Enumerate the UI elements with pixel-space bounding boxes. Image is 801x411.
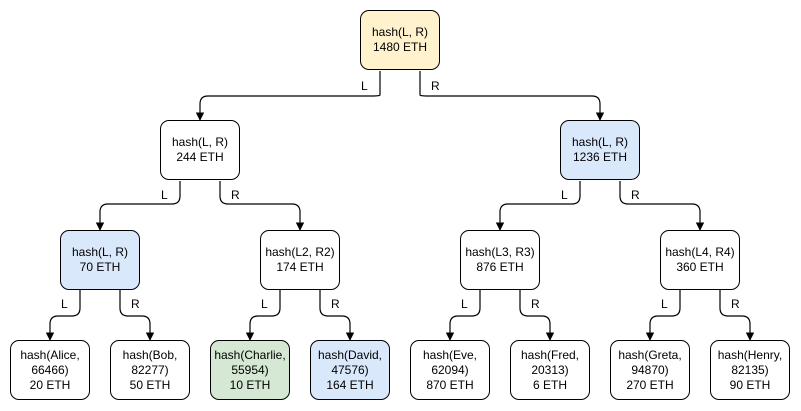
- leaf-alice: hash(Alice, 66466) 20 ETH: [10, 340, 90, 400]
- leaf-balance: 50 ETH: [129, 377, 171, 392]
- leaf-david: hash(David, 47576) 164 ETH: [310, 340, 390, 400]
- node-balance: 174 ETH: [276, 260, 324, 274]
- node-hash-label: hash(L, R): [171, 135, 229, 149]
- edge-label-rr-l: L: [660, 297, 669, 311]
- leaf-hash-line1: hash(Henry,: [717, 347, 783, 362]
- edge-rl-right: [519, 290, 555, 341]
- edge-label-lr-r: R: [330, 297, 341, 311]
- node-hash-label: hash(L4, R4): [665, 245, 735, 259]
- node-balance: 70 ETH: [79, 260, 121, 274]
- edge-lr-left: [245, 290, 281, 341]
- leaf-hash-line1: hash(Alice,: [20, 347, 80, 362]
- leaf-balance: 90 ETH: [729, 377, 771, 392]
- leaf-charlie: hash(Charlie, 55954) 10 ETH: [210, 340, 290, 400]
- node-hash-label: hash(L3, R3): [465, 245, 535, 259]
- node-balance: 1236 ETH: [572, 150, 628, 164]
- edge-label-ll-l: L: [60, 297, 69, 311]
- leaf-balance: 870 ETH: [426, 377, 474, 392]
- node-balance: 1480 ETH: [372, 40, 428, 54]
- edge-ll-left: [45, 290, 81, 341]
- edge-l-right: [219, 181, 305, 231]
- edge-label-rr-r: R: [730, 297, 741, 311]
- node-balance: 360 ETH: [676, 260, 724, 274]
- node-right-left: hash(L3, R3) 876 ETH: [460, 230, 540, 290]
- edge-root-left: [195, 71, 381, 121]
- node-balance: 876 ETH: [476, 260, 524, 274]
- node-balance: 244 ETH: [176, 150, 224, 164]
- leaf-hash-line1: hash(Greta,: [618, 347, 682, 362]
- leaf-hash-line2: 55954): [231, 362, 269, 377]
- edge-rr-right: [719, 290, 755, 341]
- leaf-hash-line1: hash(Fred,: [520, 347, 580, 362]
- leaf-fred: hash(Fred, 20313) 6 ETH: [510, 340, 590, 400]
- node-left-right: hash(L2, R2) 174 ETH: [260, 230, 340, 290]
- leaf-henry: hash(Henry, 82135) 90 ETH: [710, 340, 790, 400]
- leaf-eve: hash(Eve, 62094) 870 ETH: [410, 340, 490, 400]
- edge-label-rl-r: R: [530, 297, 541, 311]
- edge-lr-right: [319, 290, 355, 341]
- edge-r-right: [619, 181, 705, 231]
- leaf-hash-line2: 82277): [131, 362, 169, 377]
- leaf-hash-line2: 62094): [431, 362, 469, 377]
- edge-label-rl-l: L: [460, 297, 469, 311]
- edge-label-lr-l: L: [260, 297, 269, 311]
- leaf-hash-line2: 94870): [631, 362, 669, 377]
- leaf-balance: 6 ETH: [532, 377, 567, 392]
- leaf-hash-line1: hash(Eve,: [422, 347, 478, 362]
- edge-label-l-l: L: [160, 188, 169, 202]
- node-left: hash(L, R) 244 ETH: [160, 120, 240, 180]
- root-node: hash(L, R) 1480 ETH: [360, 10, 440, 70]
- edge-label-ll-r: R: [130, 297, 141, 311]
- node-right-right: hash(L4, R4) 360 ETH: [660, 230, 740, 290]
- edge-rr-left: [645, 290, 681, 341]
- edge-l-left: [95, 181, 181, 231]
- leaf-hash-line2: 66466): [31, 362, 69, 377]
- edge-root-right: [419, 71, 605, 121]
- edge-label-root-l: L: [360, 79, 369, 93]
- node-hash-label: hash(L2, R2): [265, 245, 335, 259]
- leaf-greta: hash(Greta, 94870) 270 ETH: [610, 340, 690, 400]
- node-hash-label: hash(L, R): [371, 25, 429, 39]
- leaf-balance: 10 ETH: [229, 377, 271, 392]
- leaf-hash-line2: 47576): [331, 362, 369, 377]
- leaf-hash-line2: 82135): [731, 362, 769, 377]
- leaf-hash-line2: 20313): [531, 362, 569, 377]
- leaf-hash-line1: hash(David,: [317, 347, 383, 362]
- edge-label-l-r: R: [230, 188, 241, 202]
- node-left-left: hash(L, R) 70 ETH: [60, 230, 140, 290]
- node-hash-label: hash(L, R): [571, 135, 629, 149]
- node-right: hash(L, R) 1236 ETH: [560, 120, 640, 180]
- leaf-bob: hash(Bob, 82277) 50 ETH: [110, 340, 190, 400]
- edge-label-r-r: R: [630, 188, 641, 202]
- edge-rl-left: [445, 290, 481, 341]
- leaf-balance: 270 ETH: [626, 377, 674, 392]
- edge-label-r-l: L: [560, 188, 569, 202]
- edge-label-root-r: R: [430, 79, 441, 93]
- leaf-balance: 20 ETH: [29, 377, 71, 392]
- leaf-hash-line1: hash(Bob,: [122, 347, 178, 362]
- leaf-balance: 164 ETH: [326, 377, 374, 392]
- edge-ll-right: [119, 290, 155, 341]
- node-hash-label: hash(L, R): [71, 245, 129, 259]
- edge-r-left: [495, 181, 581, 231]
- leaf-hash-line1: hash(Charlie,: [214, 347, 286, 362]
